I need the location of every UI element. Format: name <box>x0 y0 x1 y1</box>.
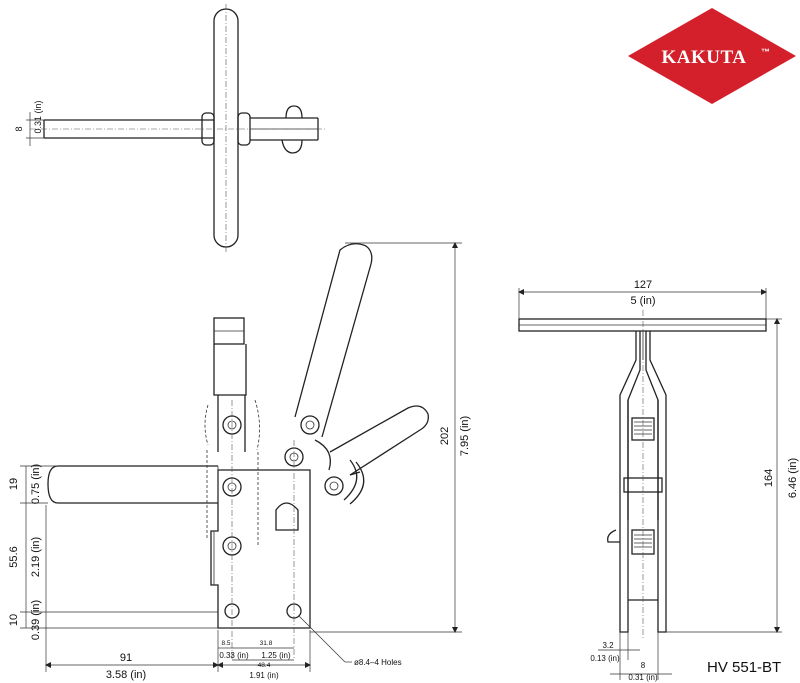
top-dim-in: 0.31 (in) <box>33 100 43 133</box>
dim-48-4-in: 1.91 (in) <box>249 671 279 680</box>
side-height-in: 6.46 (in) <box>787 458 799 498</box>
dim-31-8-in: 1.25 (in) <box>261 651 291 660</box>
top-view: 8 0.31 (in) <box>14 4 325 252</box>
side-8: 8 <box>641 661 646 670</box>
holes-note: ø8.4–4 Holes <box>354 658 402 667</box>
top-dim-mm: 8 <box>14 126 24 131</box>
side-3-2: 3.2 <box>602 641 614 650</box>
left-55-mm: 55.6 <box>8 546 20 567</box>
front-view: 202 7.95 (in) 19 0.75 (in) 55.6 2.19 (in… <box>8 242 471 681</box>
left-55-in: 2.19 (in) <box>30 537 42 577</box>
dim-8-5: 8.5 <box>221 640 230 647</box>
left-10-mm: 10 <box>8 614 20 626</box>
brand-logo: KAKUTA ™ <box>628 8 796 104</box>
side-width-mm: 127 <box>634 279 652 291</box>
brand-trademark: ™ <box>761 47 770 57</box>
dim-8-5-in: 0.33 (in) <box>219 651 249 660</box>
side-3-2-in: 0.13 (in) <box>590 654 620 663</box>
bottom-91-in: 3.58 (in) <box>106 669 146 681</box>
front-height-mm: 202 <box>439 427 451 445</box>
logo-diamond <box>628 8 796 104</box>
left-19-in: 0.75 (in) <box>30 464 42 504</box>
side-height-mm: 164 <box>763 469 775 487</box>
dim-31-8: 31.8 <box>260 640 273 647</box>
left-10-in: 0.39 (in) <box>30 600 42 640</box>
side-width-in: 5 (in) <box>630 295 655 307</box>
left-19-mm: 19 <box>8 478 20 490</box>
model-number: HV 551-BT <box>707 659 781 676</box>
dim-48-4: 48.4 <box>258 662 271 669</box>
side-view: 127 5 (in) 164 6.46 (in) 3.2 0.13 (in) 8… <box>518 279 799 682</box>
side-8-in: 0.31 (in) <box>628 673 658 682</box>
brand-name: KAKUTA <box>662 47 747 68</box>
bottom-91-mm: 91 <box>120 652 132 664</box>
front-height-in: 7.95 (in) <box>459 416 471 456</box>
